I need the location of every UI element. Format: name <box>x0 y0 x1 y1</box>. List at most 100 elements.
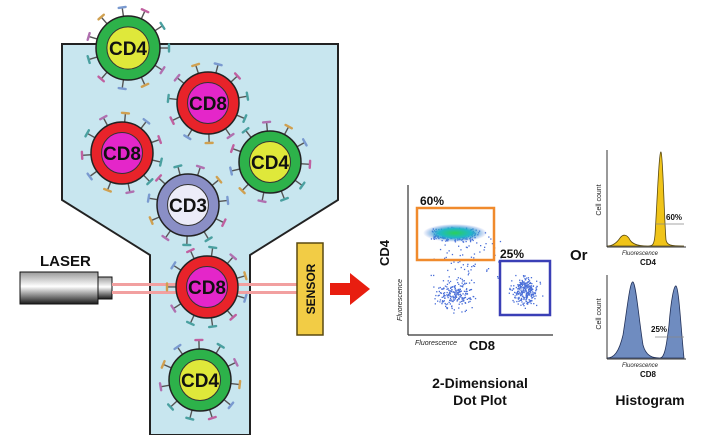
scatter-dot <box>459 296 461 298</box>
receptor-head <box>161 234 170 242</box>
scatter-dot <box>525 284 527 286</box>
scatter-dot <box>522 291 524 293</box>
scatter-dot <box>530 295 532 298</box>
or-label: Or <box>570 247 588 264</box>
scatter-dot <box>535 295 537 297</box>
cell-nucleus <box>249 141 291 183</box>
scatter-dot <box>446 291 448 294</box>
receptor-head <box>103 187 112 193</box>
scatter-dot <box>528 278 530 281</box>
histogram-cd4: 60% Cell count Fluorescence CD4 <box>596 150 686 267</box>
scatter-dot <box>528 291 530 293</box>
scatter-dot <box>530 302 532 305</box>
scatter-dot <box>452 296 455 298</box>
scatter-dot <box>464 283 466 285</box>
scatter-dot <box>452 299 455 301</box>
sensor-box <box>296 242 324 336</box>
receptor-head <box>158 157 163 167</box>
sensor-label: SENSOR <box>304 263 318 314</box>
scatter-dot <box>525 282 527 284</box>
scatter-dot <box>515 274 517 277</box>
cell-label: CD4 <box>181 371 219 392</box>
dot-plot-x-sublabel: Fluorescence <box>415 340 457 347</box>
scatter-dot <box>516 300 518 303</box>
scatter-dot <box>458 245 460 247</box>
scatter-dot <box>461 278 463 281</box>
receptor-head <box>241 126 250 134</box>
scatter-dot <box>480 245 482 247</box>
receptor-head <box>186 247 195 254</box>
receptor-head <box>99 114 108 121</box>
scatter-dot <box>471 307 473 309</box>
scatter-dot <box>518 288 520 290</box>
scatter-dot <box>473 257 475 259</box>
scatter-dot <box>533 303 535 305</box>
scatter-dot <box>526 282 528 284</box>
scatter-dot <box>451 296 453 298</box>
scatter-dot <box>531 297 533 299</box>
scatter-dot <box>464 310 466 313</box>
scatter-dot <box>449 295 451 297</box>
scatter-dot <box>528 294 530 296</box>
scatter-dot <box>483 249 485 251</box>
scatter-dot <box>458 298 460 300</box>
scatter-dot <box>522 283 524 285</box>
scatter-dot <box>469 298 471 300</box>
scatter-dot <box>443 294 445 296</box>
receptor-head <box>207 324 218 329</box>
scatter-dot <box>459 285 462 287</box>
scatter-dot <box>441 303 443 305</box>
scatter-dot <box>515 297 517 299</box>
scatter-dot <box>517 303 519 305</box>
scatter-dot <box>448 294 450 296</box>
scatter-dot <box>449 299 451 301</box>
scatter-dot <box>534 292 536 294</box>
scatter-dot <box>448 282 450 284</box>
cell-nucleus <box>186 266 228 308</box>
histogram-cd4-x-sublabel: Fluorescence <box>622 251 659 257</box>
scatter-dot <box>463 268 466 271</box>
receptor-head <box>215 175 223 184</box>
cell-nucleus <box>101 132 143 174</box>
cd4-gate-pct: 60% <box>420 194 444 208</box>
scatter-dot <box>450 299 452 301</box>
scatter-dot <box>473 282 475 284</box>
scatter-dot <box>435 294 437 297</box>
scatter-dot <box>521 281 524 283</box>
scatter-dot <box>526 287 528 289</box>
scatter-dot <box>458 307 460 309</box>
scatter-dot <box>519 285 522 288</box>
scatter-dot <box>462 299 464 301</box>
scatter-dot <box>530 291 532 293</box>
receptor-head <box>301 138 308 147</box>
receptor-head <box>233 72 242 80</box>
cell-label: CD4 <box>251 153 289 174</box>
scatter-dot <box>530 285 532 287</box>
scatter-dot <box>467 263 469 265</box>
scatter-dot <box>438 290 440 293</box>
scatter-dot <box>517 284 519 286</box>
scatter-dot <box>526 296 529 298</box>
signal-arrow <box>330 273 370 305</box>
histogram-cd4-y-label: Cell count <box>596 184 603 215</box>
cell-nucleus <box>167 184 209 226</box>
scatter-dot <box>511 289 513 291</box>
cell-cd3: CD3 <box>146 164 230 247</box>
scatter-dot <box>442 300 444 302</box>
receptor-head <box>160 359 166 369</box>
scatter-dot <box>453 286 455 288</box>
scatter-dot <box>457 261 459 264</box>
scatter-dot <box>529 290 532 293</box>
scatter-dot <box>532 294 535 296</box>
scatter-dot <box>520 291 523 293</box>
scatter-dot <box>535 287 537 289</box>
scatter-dot <box>460 300 463 303</box>
receptor-head <box>227 401 235 410</box>
receptor-head <box>280 196 289 202</box>
receptor-head <box>229 313 238 321</box>
scatter-dot <box>442 288 444 290</box>
scatter-dot <box>530 293 533 296</box>
receptor-head <box>97 75 105 83</box>
scatter-dot <box>449 297 452 300</box>
scatter-dot <box>454 288 456 290</box>
